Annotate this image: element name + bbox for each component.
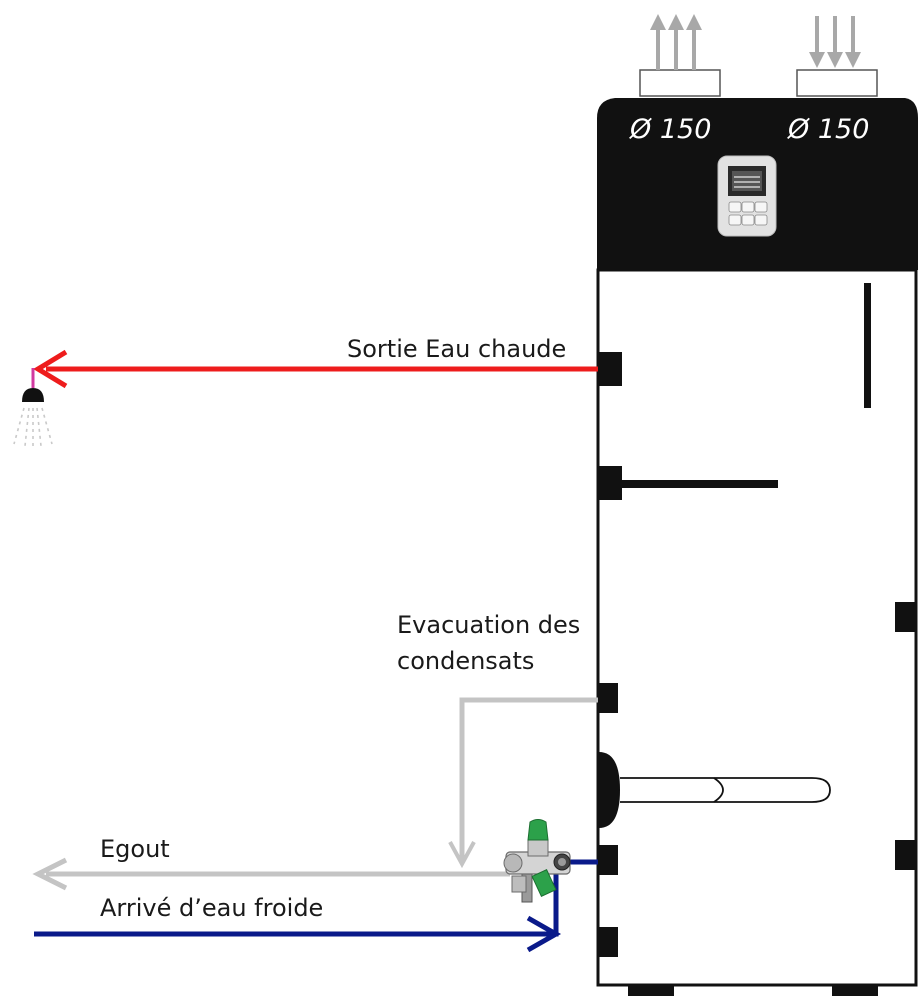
control-button-up[interactable] (728, 201, 742, 213)
cold-water-pipe (34, 859, 598, 953)
condensate-label-line1: Evacuation des (397, 611, 580, 639)
hot-water-pipe (33, 349, 598, 389)
cold-water-connection (598, 845, 618, 875)
control-button-mode[interactable] (741, 201, 755, 213)
condensate-label-line2: condensats (397, 647, 534, 675)
hot-water-outlet-label: Sortie Eau chaude (347, 335, 566, 363)
condensate-connection (598, 683, 618, 713)
condensate-pipe (448, 697, 598, 869)
cold-water-inlet-label: Arrivé d’eau froide (100, 894, 323, 922)
control-button-plus[interactable] (754, 201, 768, 213)
shower-head-icon (13, 368, 53, 448)
intake-duct-label: Ø 150 (787, 114, 869, 145)
hot-water-connection (598, 352, 622, 386)
tank-foot-right (832, 986, 878, 996)
exhaust-arrows-icon (650, 14, 702, 70)
intake-duct (796, 16, 878, 97)
heating-element (599, 752, 831, 828)
sensor-tube (864, 283, 871, 408)
drain-pipe (32, 857, 510, 891)
probe-connection (598, 466, 622, 500)
lower-connection (598, 927, 618, 957)
safety-valve-icon (503, 819, 571, 903)
control-button-down[interactable] (728, 214, 742, 226)
control-button-ok[interactable] (754, 214, 768, 226)
water-tank (596, 268, 918, 987)
drain-label: Egout (100, 835, 170, 863)
control-panel[interactable] (717, 155, 777, 237)
temperature-probe (620, 480, 778, 488)
control-button-power[interactable] (741, 214, 755, 226)
exhaust-duct-label: Ø 150 (629, 114, 711, 145)
intake-arrows-icon (809, 16, 861, 68)
exhaust-duct (639, 14, 721, 97)
tank-foot-left (628, 986, 674, 996)
right-connection-upper (895, 602, 915, 632)
right-connection-lower (895, 840, 915, 870)
